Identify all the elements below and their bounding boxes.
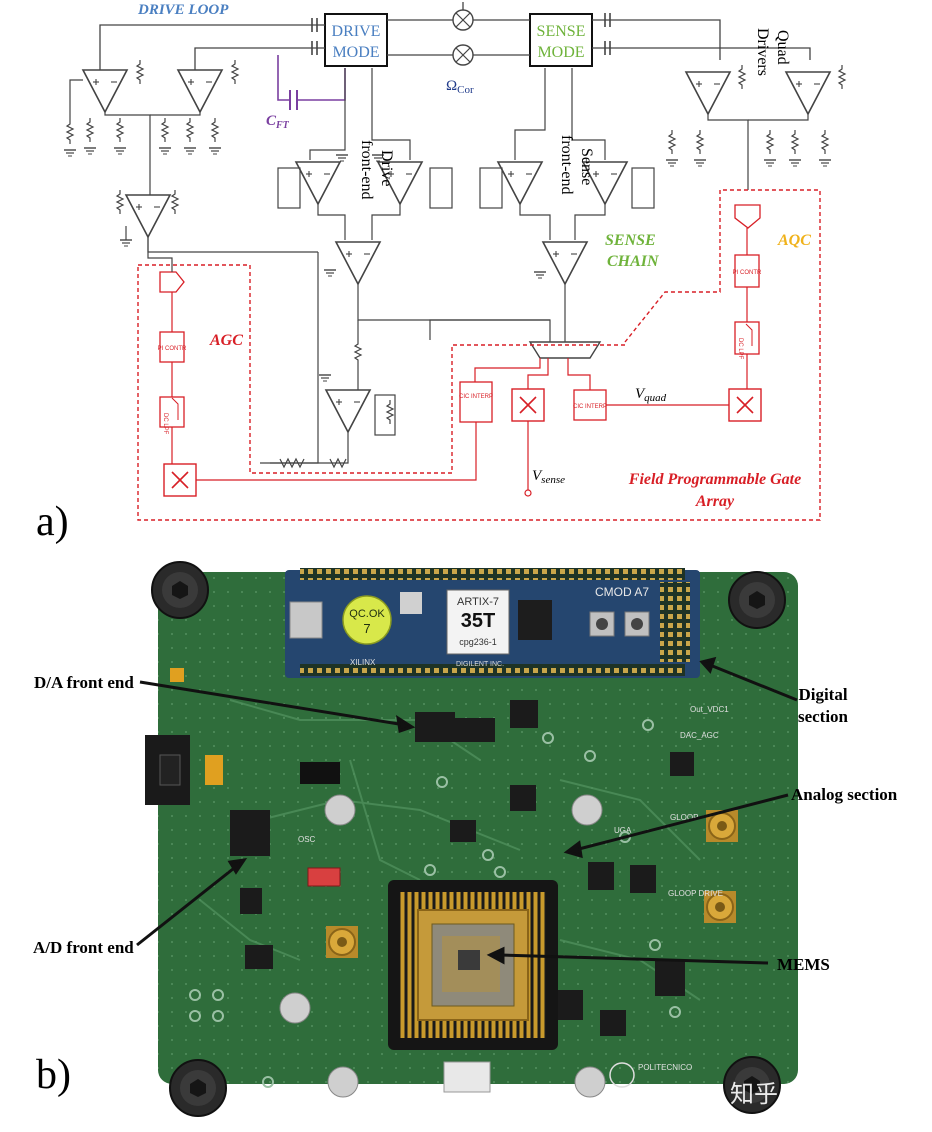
drive-opamp-1	[82, 69, 128, 113]
sense-frontend-opamp-1	[497, 161, 543, 205]
quad-drivers-label-2: Drivers	[754, 28, 771, 76]
sma-connector	[325, 925, 359, 959]
svg-text:OSC: OSC	[298, 835, 316, 844]
digital-section-label-2: section	[798, 707, 849, 726]
svg-text:DAC_AGC: DAC_AGC	[680, 731, 719, 740]
quad-demodulator	[728, 388, 762, 422]
panel-b-label: b)	[36, 1052, 71, 1098]
mounting-screw	[728, 571, 786, 629]
adc-mux	[528, 341, 602, 359]
digital-section-arrow	[709, 663, 798, 702]
svg-text:DIGILENT INC.: DIGILENT INC.	[456, 661, 504, 668]
coupling-multiplier-1	[452, 9, 474, 31]
svg-text:CIC INTERP: CIC INTERP	[459, 394, 493, 400]
mounting-screw	[169, 1059, 227, 1117]
fpga-label-1: Field Programmable Gate	[628, 471, 801, 488]
omega-cor-label: ΩCor	[446, 78, 474, 96]
svg-text:CIC INTERP: CIC INTERP	[573, 404, 607, 410]
cft-label: CFT	[266, 113, 290, 131]
schematic-panel: DRIVE MODE SENSE MODE ΩCor DRIVE LOOP CF…	[36, 2, 846, 545]
quad-driver-opamp-2	[785, 71, 831, 115]
sense-frontend-label-1: Sense	[578, 148, 595, 185]
mems-die	[458, 950, 480, 970]
fpga-boundary	[137, 189, 821, 521]
svg-text:XILINX: XILINX	[350, 658, 376, 667]
da-front-end-label: D/A front end	[34, 673, 134, 692]
svg-text:DC LPF: DC LPF	[162, 413, 168, 435]
drive-opamp-3	[125, 194, 171, 238]
sense-chain-label-2: CHAIN	[607, 253, 660, 270]
svg-text:GLOOP: GLOOP	[670, 813, 698, 822]
analog-section-arrow	[574, 793, 789, 852]
svg-text:PI CONTR: PI CONTR	[733, 270, 762, 276]
ad-front-end-label: A/D front end	[33, 938, 134, 957]
aqc-label: AQC	[777, 232, 811, 249]
mems-label: MEMS	[777, 955, 830, 974]
svg-text:GLOOP DRIVE: GLOOP DRIVE	[668, 889, 723, 898]
cft-feedthrough-wire	[277, 55, 290, 101]
agc-dac	[159, 271, 185, 293]
agc-multiplier	[163, 463, 197, 497]
svg-text:PI CONTR: PI CONTR	[158, 346, 187, 352]
drive-diff-opamp	[335, 241, 381, 285]
usb-connector	[289, 601, 323, 639]
quad-drivers-label-1: Quad	[774, 30, 791, 65]
dip-switch	[307, 867, 341, 887]
watermark: 知乎 @逍遥科技	[730, 1081, 905, 1108]
drive-loop-label: DRIVE LOOP	[137, 2, 229, 18]
digital-section-label-1: Digital	[798, 685, 847, 704]
vsense-label: Vsense	[532, 468, 565, 486]
sense-mode-label-1: SENSE	[537, 23, 586, 40]
sense-demodulator	[511, 388, 545, 422]
drive-mode-label-1: DRIVE	[332, 23, 381, 40]
analog-section-label: Analog section	[791, 785, 898, 804]
svg-text:POLITECNICO: POLITECNICO	[638, 1063, 692, 1072]
aqc-dac	[734, 204, 761, 229]
mems-arrow	[499, 953, 769, 965]
resistor	[231, 59, 239, 85]
svg-text:DC LPF: DC LPF	[737, 338, 743, 360]
drive-frontend-label-1: Drive	[378, 150, 395, 186]
qc-sticker	[342, 595, 392, 645]
agc-output-opamp	[325, 389, 371, 433]
svg-text:CMOD A7: CMOD A7	[595, 585, 649, 599]
adc-chip	[230, 810, 270, 856]
dac-chip	[415, 712, 455, 742]
svg-text:Out_VDC1: Out_VDC1	[690, 705, 729, 714]
drive-frontend-label-2: front-end	[358, 140, 375, 200]
svg-text:cpg236-1: cpg236-1	[459, 637, 497, 647]
mounting-screw	[151, 561, 209, 619]
drive-opamp-2	[177, 69, 223, 113]
svg-text:QC.OK: QC.OK	[349, 608, 385, 620]
drive-mode-label-2: MODE	[332, 44, 379, 61]
da-front-end-arrow	[139, 680, 406, 727]
resistor	[136, 59, 144, 85]
sense-mode-block	[529, 13, 593, 67]
panel-a-label: a)	[36, 499, 69, 545]
fpga-label-2: Array	[695, 493, 735, 510]
drive-mode-block	[324, 13, 388, 67]
artix7-fpga-chip	[446, 589, 510, 655]
coriolis-multiplier	[452, 44, 474, 66]
svg-text:35T: 35T	[461, 610, 495, 632]
aqc-lpf	[734, 321, 760, 355]
svg-text:7: 7	[363, 621, 370, 636]
quad-driver-opamp-1	[685, 71, 731, 115]
agc-label: AGC	[209, 332, 243, 349]
sense-mode-label-2: MODE	[537, 44, 584, 61]
sense-diff-opamp	[542, 241, 588, 285]
drive-frontend-opamp-1	[295, 161, 341, 205]
svg-text:ARTIX-7: ARTIX-7	[457, 596, 499, 608]
svg-text:UGA: UGA	[614, 826, 632, 835]
board-photo-panel: QC.OK 7 ARTIX-7 35T cpg236-1 CMOD A7 XIL…	[33, 552, 905, 1117]
sense-chain-label-1: SENSE	[605, 232, 656, 249]
sense-frontend-label-2: front-end	[558, 135, 575, 195]
ad-front-end-arrow	[136, 863, 239, 947]
drive-cic-interp	[459, 381, 493, 423]
vquad-label: Vquad	[635, 386, 667, 404]
